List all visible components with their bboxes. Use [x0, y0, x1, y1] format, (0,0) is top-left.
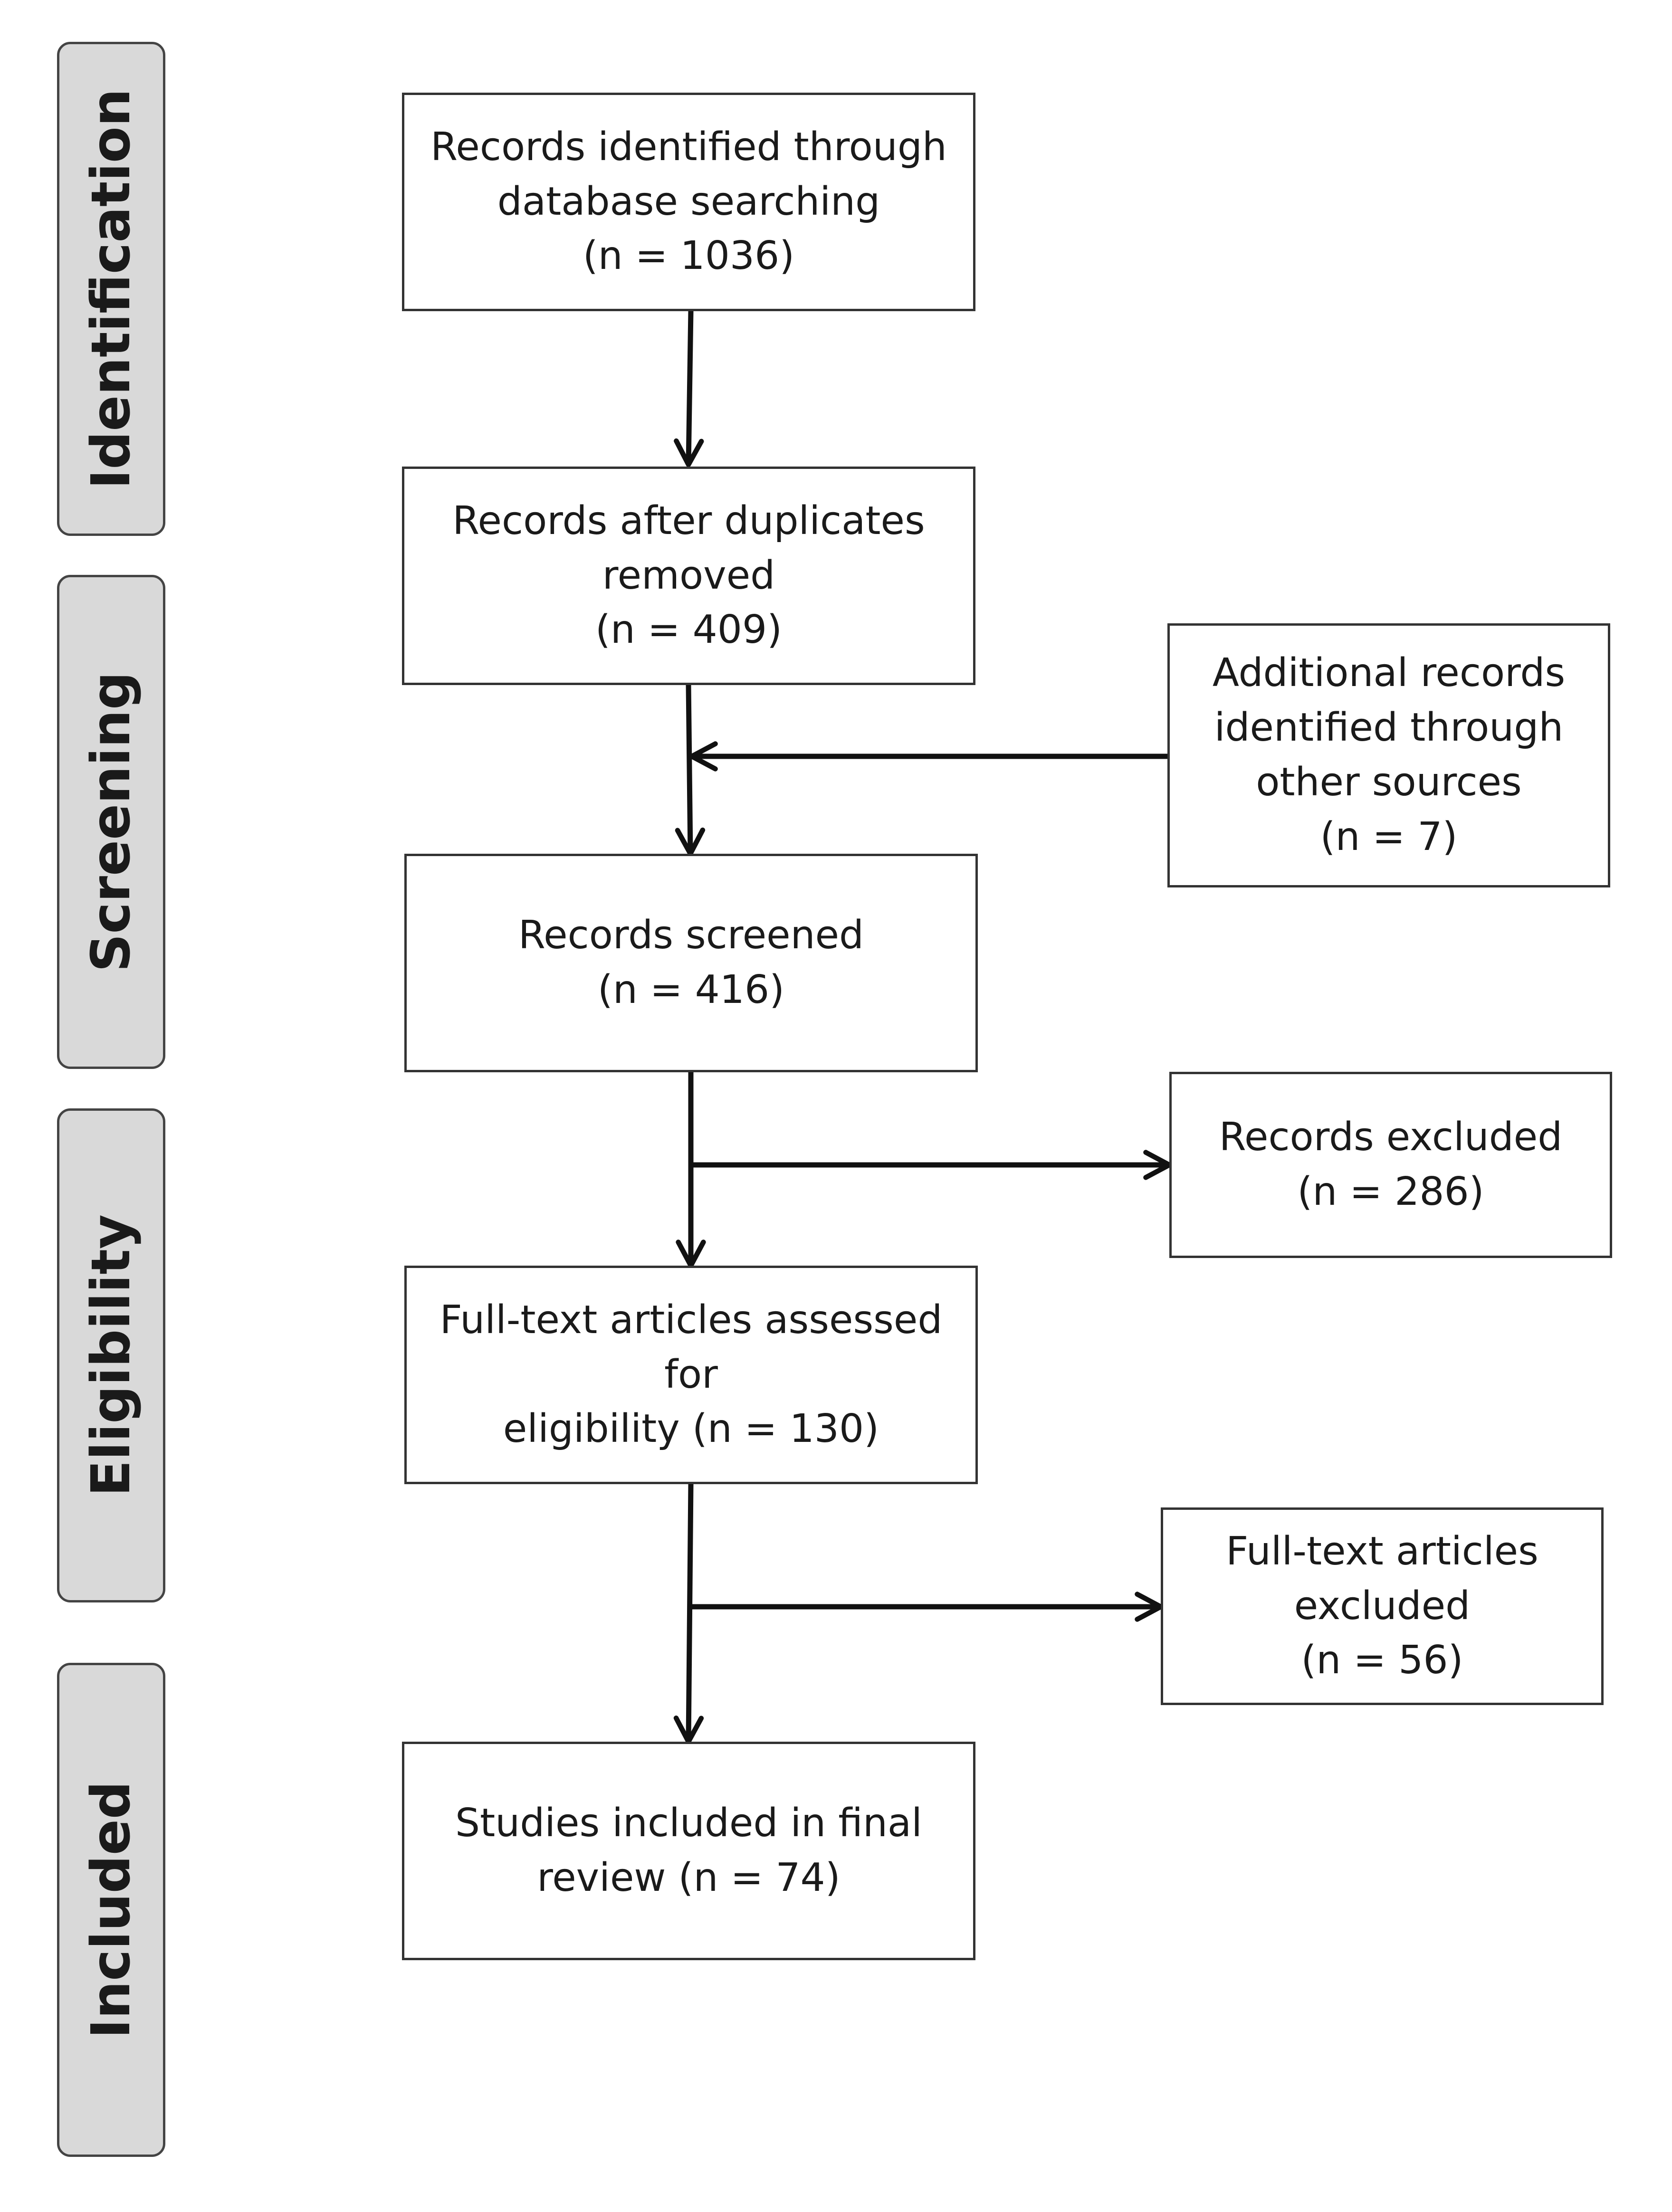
box-after-duplicates-count: (n = 409): [595, 607, 783, 653]
box-after-duplicates-line2: removed: [602, 553, 775, 598]
box-fulltext-excluded-text: Full-text articles excluded (n = 56): [1226, 1525, 1538, 1688]
phase-included: Included: [57, 1663, 165, 2157]
box-records-screened: Records screened (n = 416): [404, 854, 978, 1072]
phase-identification-label: Identification: [80, 88, 142, 489]
box-studies-included-line1: Studies included in final: [455, 1801, 922, 1846]
box-additional-records-line3: other sources: [1256, 760, 1522, 805]
box-records-identified-line2: database searching: [497, 179, 880, 224]
box-fulltext-excluded-line2: excluded: [1294, 1583, 1471, 1629]
box-fulltext-assessed-line1: Full-text articles assessed for: [439, 1297, 943, 1397]
box-studies-included: Studies included in final review (n = 74…: [402, 1742, 975, 1960]
box-records-excluded-count: (n = 286): [1297, 1169, 1484, 1214]
box-records-identified-count: (n = 1036): [583, 233, 795, 279]
box-fulltext-excluded-count: (n = 56): [1301, 1638, 1463, 1683]
box-studies-included-text: Studies included in final review (n = 74…: [455, 1796, 922, 1906]
box-additional-records-line1: Additional records: [1212, 650, 1566, 696]
box-records-screened-line1: Records screened: [518, 913, 864, 958]
box-records-identified: Records identified through database sear…: [402, 93, 975, 311]
box-records-excluded-line1: Records excluded: [1219, 1115, 1563, 1160]
box-fulltext-assessed-line2: eligibility (n = 130): [503, 1406, 879, 1452]
box-fulltext-assessed: Full-text articles assessed for eligibil…: [404, 1266, 978, 1484]
phase-included-label: Included: [80, 1781, 142, 2039]
box-records-screened-count: (n = 416): [597, 967, 785, 1012]
box-fulltext-excluded: Full-text articles excluded (n = 56): [1161, 1507, 1604, 1705]
box-after-duplicates-text: Records after duplicates removed (n = 40…: [452, 494, 925, 658]
box-additional-records-count: (n = 7): [1320, 814, 1458, 859]
box-records-excluded: Records excluded (n = 286): [1169, 1072, 1612, 1258]
connector-fulltext-to-included: [673, 1483, 704, 1745]
box-after-duplicates-line1: Records after duplicates: [452, 498, 925, 543]
box-additional-records-line2: identified through: [1214, 705, 1564, 751]
box-after-duplicates: Records after duplicates removed (n = 40…: [402, 467, 975, 685]
phase-screening-label: Screening: [80, 671, 142, 973]
phase-eligibility: Eligibility: [57, 1108, 165, 1602]
phase-screening: Screening: [57, 575, 165, 1069]
box-studies-included-line2: review (n = 74): [537, 1855, 841, 1900]
phase-eligibility-label: Eligibility: [80, 1214, 142, 1497]
connector-duplicates-to-screened: [675, 684, 706, 857]
box-records-excluded-text: Records excluded (n = 286): [1219, 1110, 1563, 1220]
arrow-identified-to-duplicates: [674, 310, 704, 467]
box-fulltext-excluded-line1: Full-text articles: [1226, 1528, 1538, 1574]
phase-identification: Identification: [57, 42, 165, 536]
box-additional-records: Additional records identified through ot…: [1167, 623, 1610, 887]
box-records-screened-text: Records screened (n = 416): [518, 908, 864, 1018]
box-records-identified-line1: Records identified through: [430, 124, 947, 170]
box-additional-records-text: Additional records identified through ot…: [1213, 646, 1565, 864]
box-records-identified-text: Records identified through database sear…: [430, 120, 947, 284]
box-fulltext-assessed-text: Full-text articles assessed for eligibil…: [421, 1293, 961, 1457]
